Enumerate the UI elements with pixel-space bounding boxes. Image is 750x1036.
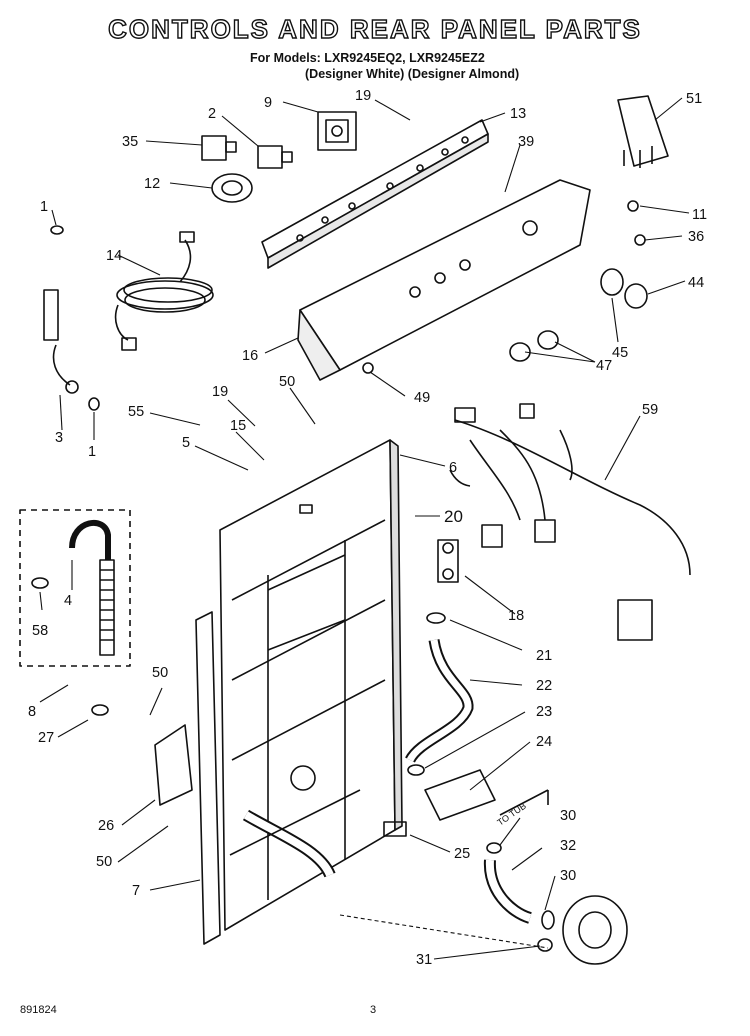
callout-20: 20 [444, 507, 463, 526]
callout-18: 18 [508, 608, 524, 624]
finish-line: (Designer White) (Designer Almond) [305, 67, 520, 81]
callout-26: 26 [98, 818, 114, 834]
drain-hose-inset [19, 509, 131, 667]
pump-assembly [483, 789, 628, 965]
callout-19b: 19 [212, 384, 228, 400]
side-flange [195, 611, 221, 945]
page-number: 3 [370, 1004, 377, 1016]
callout-4: 4 [64, 593, 72, 609]
callout-59: 59 [642, 402, 658, 418]
callout-19: 19 [355, 88, 371, 104]
wire-coil [114, 231, 214, 351]
console-housing [297, 179, 591, 381]
callout-35: 35 [122, 134, 138, 150]
knob-group [509, 268, 648, 362]
callout-51: 51 [686, 91, 702, 107]
pressure-switch [211, 173, 253, 203]
water-valve [437, 539, 459, 583]
wire-harness [449, 403, 691, 641]
callout-32: 32 [560, 838, 576, 854]
callout-13: 13 [510, 106, 526, 122]
callout-1b: 1 [88, 444, 96, 460]
callout-8: 8 [28, 704, 36, 720]
callout-2: 2 [208, 106, 216, 122]
callout-16: 16 [242, 348, 258, 364]
callout-21: 21 [536, 648, 552, 664]
rear-panel [219, 439, 403, 931]
callout-12: 12 [144, 176, 160, 192]
screw-36 [634, 234, 646, 246]
motor-bracket [91, 704, 193, 806]
callout-58: 58 [32, 623, 48, 639]
clamp-21 [426, 612, 446, 624]
callout-50: 50 [279, 374, 295, 390]
part-25 [383, 821, 407, 837]
callout-24: 24 [536, 734, 552, 750]
callout-30: 30 [560, 808, 576, 824]
callout-30b: 30 [560, 868, 576, 884]
callout-55: 55 [128, 404, 144, 420]
model-info: For Models: LXR9245EQ2, LXR9245EZ2 (Desi… [250, 50, 610, 82]
timer-part [317, 111, 357, 151]
callout-49: 49 [414, 390, 430, 406]
callout-36: 36 [688, 229, 704, 245]
switch-part-2 [257, 145, 293, 169]
callout-5: 5 [182, 435, 190, 451]
power-cord [43, 225, 100, 411]
callout-7: 7 [132, 883, 140, 899]
models-line: For Models: LXR9245EQ2, LXR9245EZ2 [250, 51, 485, 65]
screw-11 [627, 200, 639, 212]
callout-6: 6 [449, 460, 457, 476]
callout-3: 3 [55, 430, 63, 446]
callout-22: 22 [536, 678, 552, 694]
callout-44: 44 [688, 275, 704, 291]
callout-14: 14 [106, 248, 122, 264]
callout-9: 9 [264, 95, 272, 111]
callout-15: 15 [230, 418, 246, 434]
pump-bracket [407, 764, 496, 821]
switch-part-35 [201, 135, 237, 161]
callout-27: 27 [38, 730, 54, 746]
callout-39: 39 [518, 134, 534, 150]
callout-23: 23 [536, 704, 552, 720]
callout-25: 25 [454, 846, 470, 862]
callout-11: 11 [692, 207, 707, 223]
callout-47: 47 [596, 358, 612, 374]
callout-31: 31 [416, 952, 432, 968]
document-number: 891824 [20, 1004, 57, 1016]
control-panel-strip [261, 119, 489, 269]
callout-1: 1 [40, 199, 48, 215]
callout-50c: 50 [96, 854, 112, 870]
callout-50b: 50 [152, 665, 168, 681]
screw-49 [362, 362, 374, 374]
end-cap [617, 95, 669, 168]
callout-45: 45 [612, 345, 628, 361]
cross-bar [229, 789, 361, 856]
page-title: CONTROLS AND REAR PANEL PARTS [107, 13, 642, 44]
callout-labels: 51 9 19 13 2 35 39 12 11 1 36 14 44 16 4… [28, 88, 707, 968]
